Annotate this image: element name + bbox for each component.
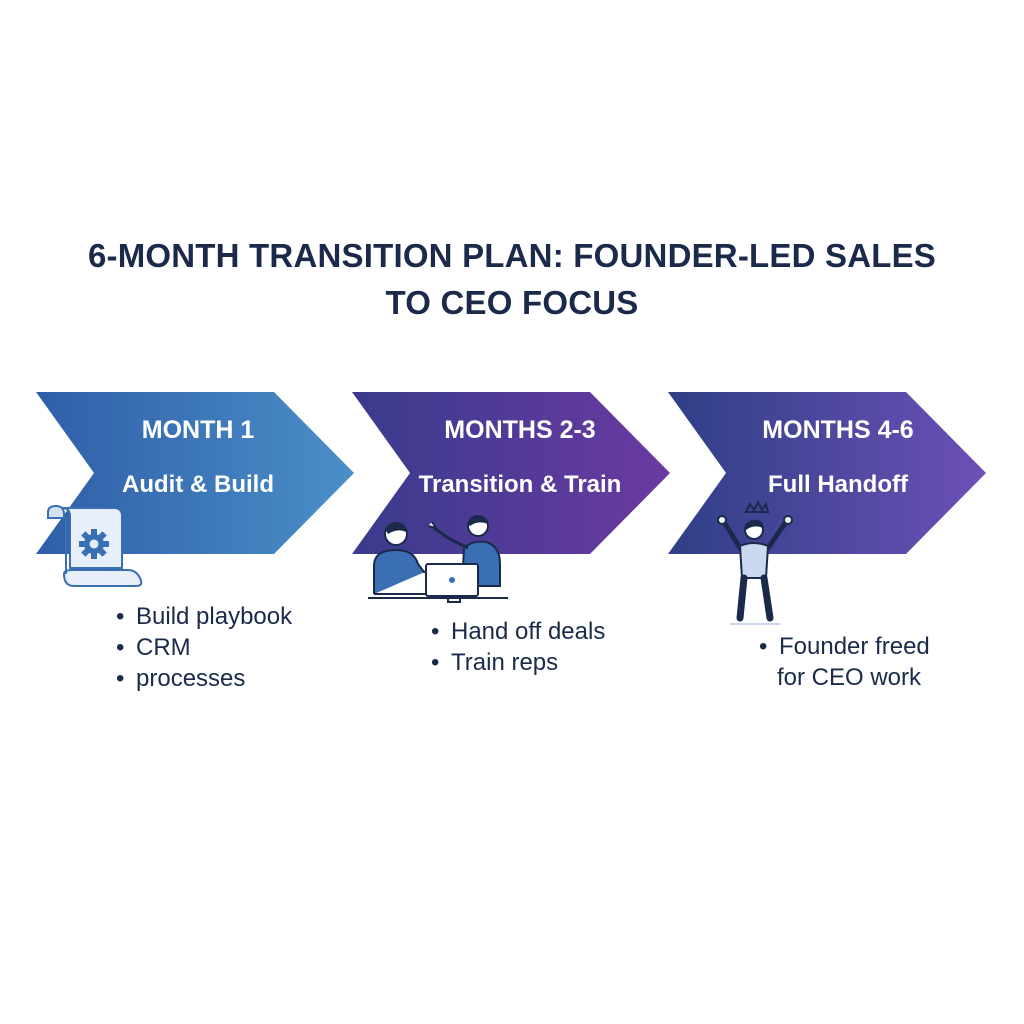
title-line-1: 6-MONTH TRANSITION PLAN: FOUNDER-LED SAL… [87, 237, 937, 274]
stage-period: MONTHS 2-3 [444, 416, 596, 444]
bullet-dot: • [116, 603, 125, 630]
list-item: • Train reps [431, 647, 605, 678]
bullet-dot: • [759, 633, 768, 660]
stage-1-bullets: • Build playbook • CRM • processes [116, 601, 292, 694]
bullet-text: Build playbook [136, 603, 293, 630]
title-line-2: TO CEO FOCUS [385, 284, 639, 321]
bullet-dot: • [116, 665, 125, 692]
bullet-text: CRM [136, 634, 191, 661]
chevron-arrow-shape [352, 392, 670, 554]
stage-2-bullets: • Hand off deals • Train reps [431, 616, 605, 678]
diagram-title: 6-MONTH TRANSITION PLAN: FOUNDER-LED SAL… [0, 232, 1024, 326]
chevron-arrow-shape [668, 392, 986, 554]
list-item-continuation: for CEO work [759, 662, 930, 693]
list-item: • processes [116, 663, 292, 694]
bullet-text: Hand off deals [451, 618, 606, 645]
bullet-dot: • [431, 649, 440, 676]
bullet-dot: • [431, 618, 440, 645]
bullet-dot: • [116, 634, 125, 661]
bullet-text: Founder freed [779, 633, 930, 660]
document-gear-icon [47, 504, 143, 587]
list-item: • Hand off deals [431, 616, 605, 647]
stage-period: MONTHS 4-6 [762, 416, 914, 444]
stage-name: Audit & Build [122, 471, 274, 498]
bullet-text: for CEO work [777, 664, 922, 691]
stage-name: Transition & Train [418, 471, 622, 498]
stage-3-arrow: MONTHS 4-6 Full Handoff [668, 392, 988, 554]
bullet-text: Train reps [451, 649, 559, 676]
celebrating-person-icon [717, 500, 793, 625]
list-item: • CRM [116, 632, 292, 663]
list-item: • Founder freed [759, 631, 930, 662]
people-at-computer-icon [368, 515, 508, 603]
stage-period: MONTH 1 [141, 416, 255, 444]
list-item: • Build playbook [116, 601, 292, 632]
bullet-text: processes [136, 665, 246, 692]
stage-name: Full Handoff [768, 471, 908, 498]
stage-3-bullets: • Founder freed for CEO work [759, 631, 930, 693]
stage-2-arrow: MONTHS 2-3 Transition & Train [352, 392, 672, 554]
